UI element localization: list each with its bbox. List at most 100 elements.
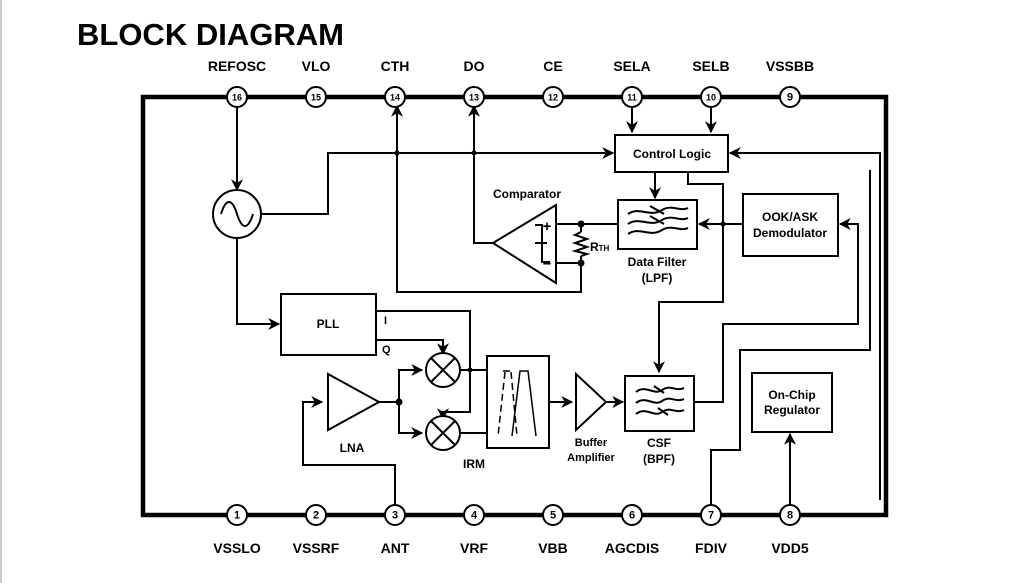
regulator-block: On-Chip Regulator	[751, 372, 833, 433]
control-logic-label: Control Logic	[633, 147, 711, 161]
pin-number: 1	[234, 510, 240, 522]
irm-label: IRM	[463, 457, 485, 471]
pin-label: CTH	[381, 58, 410, 74]
pin-circle	[621, 86, 643, 108]
wire-osc-pll	[236, 238, 281, 330]
pll-label: PLL	[317, 317, 340, 331]
bandpass-shape-icon	[497, 370, 537, 437]
pin-circle	[384, 86, 406, 108]
buffer-label: Buffer	[575, 437, 608, 449]
wire-pll-i	[376, 310, 471, 421]
demodulator-block: OOK/ASK Demodulator	[742, 193, 839, 257]
wire-lna-mixer-top	[398, 364, 424, 402]
pin-circle	[700, 504, 722, 526]
pin-circle	[463, 86, 485, 108]
data-filter-sublabel: (LPF)	[642, 271, 673, 285]
pll-i-label: I	[384, 315, 387, 327]
pin-number: 12	[548, 93, 558, 103]
buffer-sublabel: Amplifier	[567, 452, 615, 464]
pin-label: VBB	[538, 540, 568, 556]
pin-12: 12 CE	[542, 58, 564, 108]
pin-number: 11	[627, 93, 637, 103]
comparator-label: Comparator	[493, 187, 561, 201]
wire-cth	[391, 104, 582, 293]
page-edge	[0, 0, 2, 583]
mixer-top-icon	[425, 352, 461, 388]
pin-number: 2	[313, 510, 319, 522]
pin-label: VDD5	[771, 540, 809, 556]
wire-osc-control	[261, 147, 615, 215]
pin-label: VSSRF	[293, 540, 340, 556]
pin-circle	[700, 86, 722, 108]
pll-q-label: Q	[382, 344, 391, 356]
rth-resistor: RTH	[571, 231, 610, 257]
pin-circle	[542, 504, 564, 526]
pin-label: SELB	[692, 58, 729, 74]
pin-16: 16 REFOSC	[208, 58, 266, 108]
wire-ant-lna	[302, 396, 396, 508]
irm-filter-block	[486, 355, 550, 449]
hysteresis-icon	[535, 224, 550, 263]
pin-number: 5	[550, 510, 556, 522]
control-logic-block: Control Logic	[614, 134, 729, 173]
buffer-amplifier-icon	[575, 371, 608, 433]
pin-number: 14	[390, 93, 400, 103]
pin-number: 9	[787, 92, 793, 104]
pll-block: PLL I Q	[280, 293, 391, 356]
wire-pll-q	[376, 339, 449, 356]
pin-9: 9 VSSBB	[766, 58, 814, 108]
regulator-label: On-Chip	[768, 388, 815, 402]
pin-13: 13 DO	[463, 58, 485, 108]
pin-number: 16	[232, 93, 242, 103]
wire-right-control	[728, 147, 881, 500]
pin-circle	[621, 504, 643, 526]
pin-circle	[305, 86, 327, 108]
rth-label: RTH	[590, 240, 610, 254]
wire-lna-mixer-bottom	[398, 402, 424, 439]
pin-number: 13	[469, 93, 479, 103]
pin-circle	[463, 504, 485, 526]
wire-fdiv	[710, 170, 871, 508]
data-filter-block: Data Filter (LPF)	[617, 199, 698, 285]
regulator-sublabel: Regulator	[764, 403, 820, 417]
demodulator-label: OOK/ASK	[762, 210, 818, 224]
pin-label: ANT	[381, 540, 410, 556]
pin-circle	[226, 504, 248, 526]
csf-block: CSF (BPF)	[624, 375, 695, 466]
wire-do	[468, 104, 493, 244]
pin-circle	[542, 86, 564, 108]
pin-label: VSSLO	[213, 540, 261, 556]
pin-number: 8	[787, 510, 793, 522]
filter-wave-icon	[635, 385, 685, 416]
demodulator-sublabel: Demodulator	[753, 226, 827, 240]
pin-number: 7	[708, 510, 714, 522]
pin-circle	[779, 504, 801, 526]
data-filter-label: Data Filter	[628, 255, 687, 269]
pin-11: 11 SELA	[613, 58, 651, 108]
comparator-minus: –	[543, 255, 551, 272]
oscillator-icon	[212, 189, 262, 239]
pin-circle	[779, 86, 801, 108]
pin-number: 4	[471, 510, 478, 522]
pin-number: 10	[706, 93, 716, 103]
buffer-amplifier-block: Buffer Amplifier	[567, 371, 616, 464]
pin-label: REFOSC	[208, 58, 266, 74]
filter-wave-icon	[627, 205, 689, 235]
junctions	[394, 150, 726, 406]
pin-label: DO	[464, 58, 485, 74]
pin-label: SELA	[613, 58, 650, 74]
pin-label: VSSBB	[766, 58, 814, 74]
pin-label: FDIV	[695, 540, 728, 556]
pin-14: 14 CTH	[381, 58, 410, 108]
pin-number: 15	[311, 93, 321, 103]
pin-label: CE	[543, 58, 562, 74]
comparator-plus: +	[543, 218, 552, 235]
lna-label: LNA	[340, 441, 365, 455]
